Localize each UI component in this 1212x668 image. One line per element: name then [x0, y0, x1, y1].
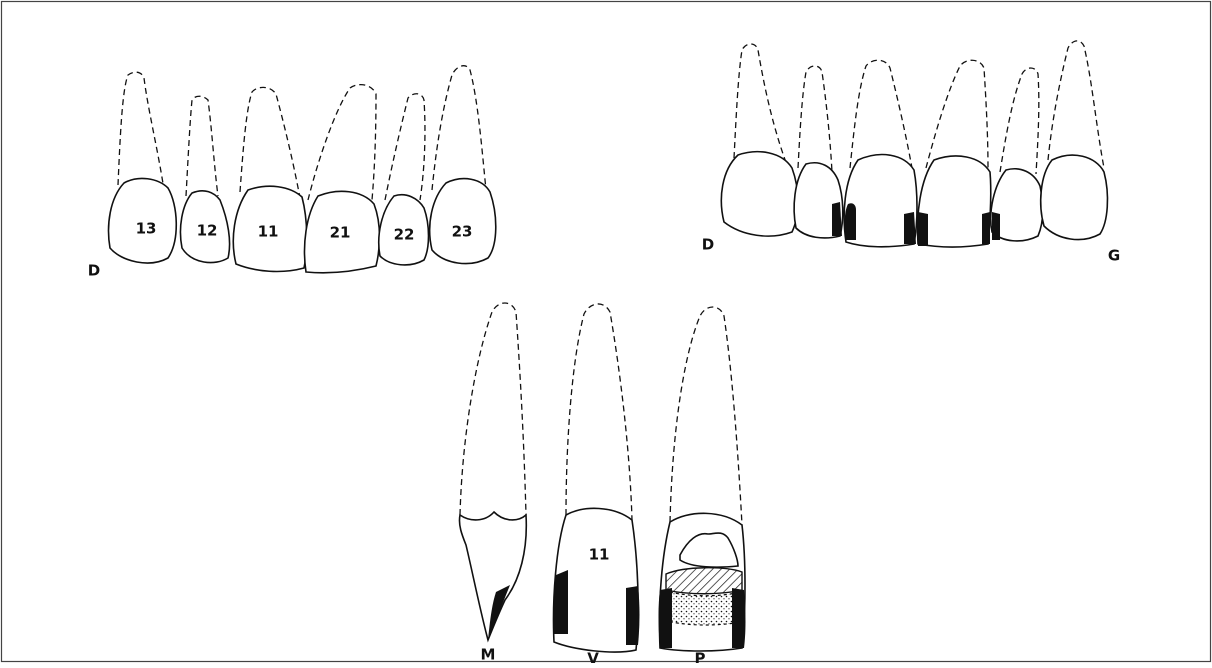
- lesion-vestibular-distal: [626, 586, 640, 645]
- tooth-number-13: 13: [136, 220, 157, 238]
- crown-23: [430, 179, 496, 264]
- root-right-12: [798, 66, 832, 172]
- root-right-21: [926, 60, 988, 168]
- root-23: [432, 66, 486, 190]
- view-label-v: V: [587, 650, 599, 664]
- arch-top-right: D G: [702, 41, 1120, 265]
- lesion-11-mesial: [904, 212, 916, 244]
- tooth-number-23: 23: [452, 223, 473, 241]
- tooth-number-21: 21: [330, 224, 351, 242]
- side-label-d-right-arch: D: [702, 236, 714, 254]
- lesion-vestibular-mesial: [554, 570, 568, 634]
- root-palatal: [670, 307, 742, 525]
- lesion-palatal-mesial: [659, 588, 673, 648]
- root-12: [186, 96, 218, 196]
- tooth-number-22: 22: [394, 226, 415, 244]
- arch-top-left: 13 12 11 21 22 23 D: [88, 66, 496, 280]
- vestibular-view: 11 V: [554, 304, 640, 663]
- restoration-dotted: [670, 592, 740, 625]
- mesial-view: M: [459, 303, 526, 663]
- view-label-p: P: [695, 650, 706, 664]
- root-right-22: [1000, 68, 1039, 174]
- view-tooth-label-11: 11: [589, 546, 610, 564]
- tooth-11-views: M 11 V P: [459, 303, 745, 663]
- lesion-21-mesial: [918, 212, 928, 246]
- root-right-11: [850, 60, 912, 168]
- tooth-number-11: 11: [258, 223, 279, 241]
- lesion-11-distal: [845, 203, 856, 240]
- crown-right-21: [918, 156, 991, 247]
- root-22: [385, 94, 425, 200]
- crown-right-13: [721, 152, 798, 236]
- view-label-m: M: [481, 646, 496, 664]
- root-13: [118, 72, 164, 190]
- restoration-hatched: [666, 568, 742, 594]
- tooth-number-12: 12: [197, 222, 218, 240]
- root-vestibular: [566, 304, 632, 520]
- root-right-23: [1048, 41, 1104, 168]
- root-21: [308, 85, 376, 200]
- root-mesial: [460, 303, 526, 515]
- crown-right-23: [1041, 155, 1108, 239]
- side-label-g: G: [1108, 247, 1120, 265]
- lesion-22-mesial: [992, 212, 1000, 240]
- root-right-13: [734, 44, 788, 168]
- lesion-21-distal: [982, 212, 990, 244]
- side-label-d: D: [88, 262, 100, 280]
- palatal-view: P: [659, 307, 746, 663]
- root-11: [240, 87, 300, 198]
- lesion-palatal-distal: [732, 588, 746, 648]
